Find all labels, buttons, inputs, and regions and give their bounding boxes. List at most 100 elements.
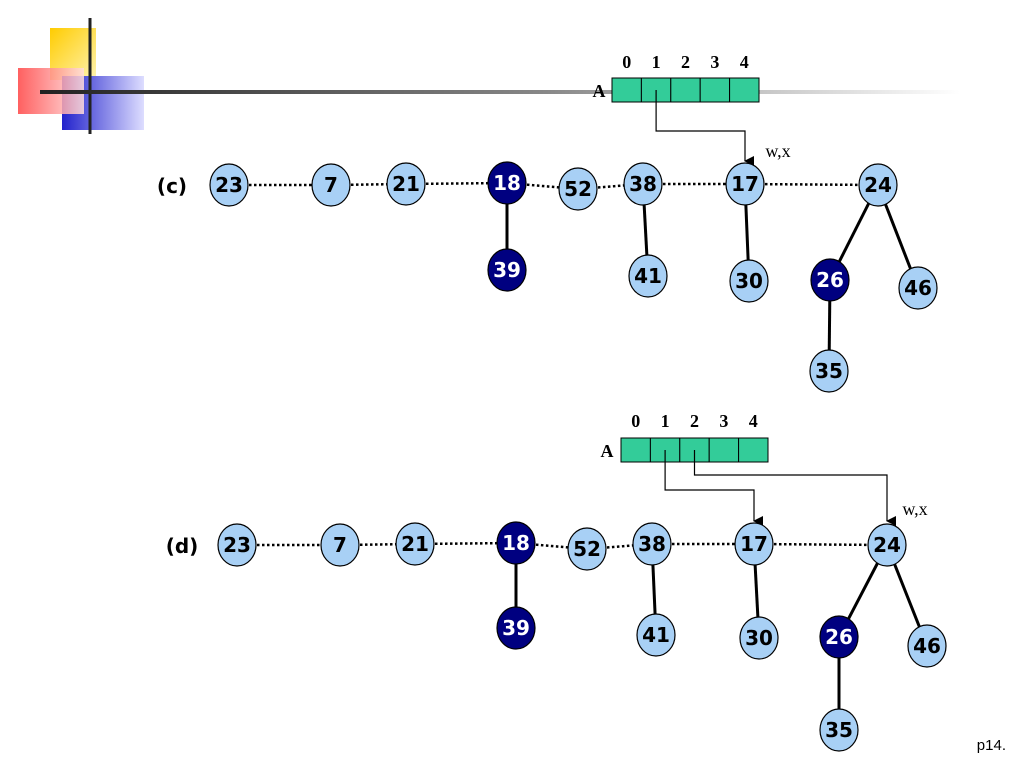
page-number: p14. [976,737,1006,754]
root-node: 24 [858,163,898,207]
root-node: 21 [395,522,435,566]
child-node: 26 [810,258,850,302]
array-index-label: 4 [749,411,758,431]
array-cell [738,437,769,463]
array-cell [708,437,740,463]
header-rule [40,90,960,94]
child-node: 35 [809,349,849,393]
array-pointer-arrow [664,450,763,526]
root-node: 52 [567,527,607,571]
node-circle [867,523,907,567]
node-key: 7 [333,533,347,557]
child-node: 41 [628,254,668,298]
node-key: 24 [864,173,892,197]
node-circle [386,162,426,206]
array-cell [611,77,642,103]
child-node: 39 [487,248,527,292]
root-node: 7 [320,523,360,567]
node-key: 35 [825,718,853,742]
node-key: 35 [815,359,843,383]
array-index-label: 0 [631,411,640,431]
root-node: 52 [558,167,598,211]
node-key: 21 [401,532,429,556]
array-index-label: 3 [719,411,728,431]
node-circle [810,258,850,302]
array-name: A [593,81,606,101]
root-node: 38 [623,162,663,206]
root-node: 18 [487,161,527,205]
node-circle [858,163,898,207]
node-key: 38 [638,532,666,556]
child-node: 46 [898,266,938,310]
array-cell [670,77,701,103]
child-node: 30 [729,259,769,303]
array-pointer-arrow [693,450,896,526]
node-key: 23 [223,533,251,557]
node-circle [739,616,779,660]
node-key: 21 [392,172,420,196]
node-circle [395,522,435,566]
node-key: 52 [564,177,592,201]
pointer-label: w,x [765,141,790,161]
node-key: 18 [502,531,530,555]
node-key: 17 [740,532,768,556]
node-circle [734,522,774,566]
node-circle [628,254,668,298]
node-circle [623,162,663,206]
root-node: 24 [867,523,907,567]
node-key: 26 [816,268,844,292]
array-cell [620,437,651,463]
root-list-link [744,182,879,187]
node-key: 41 [634,264,662,288]
node-key: 39 [502,616,530,640]
node-circle [819,708,859,752]
node-circle [487,248,527,292]
array-index-label: 1 [661,411,670,431]
root-list-link [753,542,888,547]
node-key: 46 [913,634,941,658]
root-node: 17 [725,162,765,206]
root-node: 18 [496,521,536,565]
node-circle [725,162,765,206]
node-key: 24 [873,533,901,557]
array-pointer-arrow [655,90,754,166]
node-key: 46 [904,276,932,300]
node-key: 38 [629,172,657,196]
node-circle [487,161,527,205]
array-cell [699,77,731,103]
node-circle [558,167,598,211]
array-index-label: 1 [652,52,661,72]
diagram-label: (d) [166,534,199,558]
array-index-label: 0 [622,52,631,72]
node-key: 17 [731,172,759,196]
node-circle [496,521,536,565]
node-key: 18 [493,171,521,195]
child-node: 26 [819,615,859,659]
node-circle [729,259,769,303]
slide-decoration [18,18,960,134]
root-node: 38 [632,522,672,566]
root-node: 23 [209,163,249,207]
node-key: 30 [745,626,773,650]
array-cell [729,77,760,103]
node-circle [632,522,672,566]
node-circle [819,615,859,659]
child-node: 46 [907,624,947,668]
node-circle [209,163,249,207]
node-circle [636,613,676,657]
node-key: 26 [825,625,853,649]
child-node: 30 [739,616,779,660]
diagram-label: (c) [157,174,187,198]
array-name: A [601,441,614,461]
node-circle [311,163,351,207]
node-circle [217,523,257,567]
node-key: 30 [735,269,763,293]
node-key: 23 [215,173,243,197]
child-node: 35 [819,708,859,752]
child-node: 39 [496,606,536,650]
node-circle [496,606,536,650]
pointer-label: w,x [902,499,927,519]
